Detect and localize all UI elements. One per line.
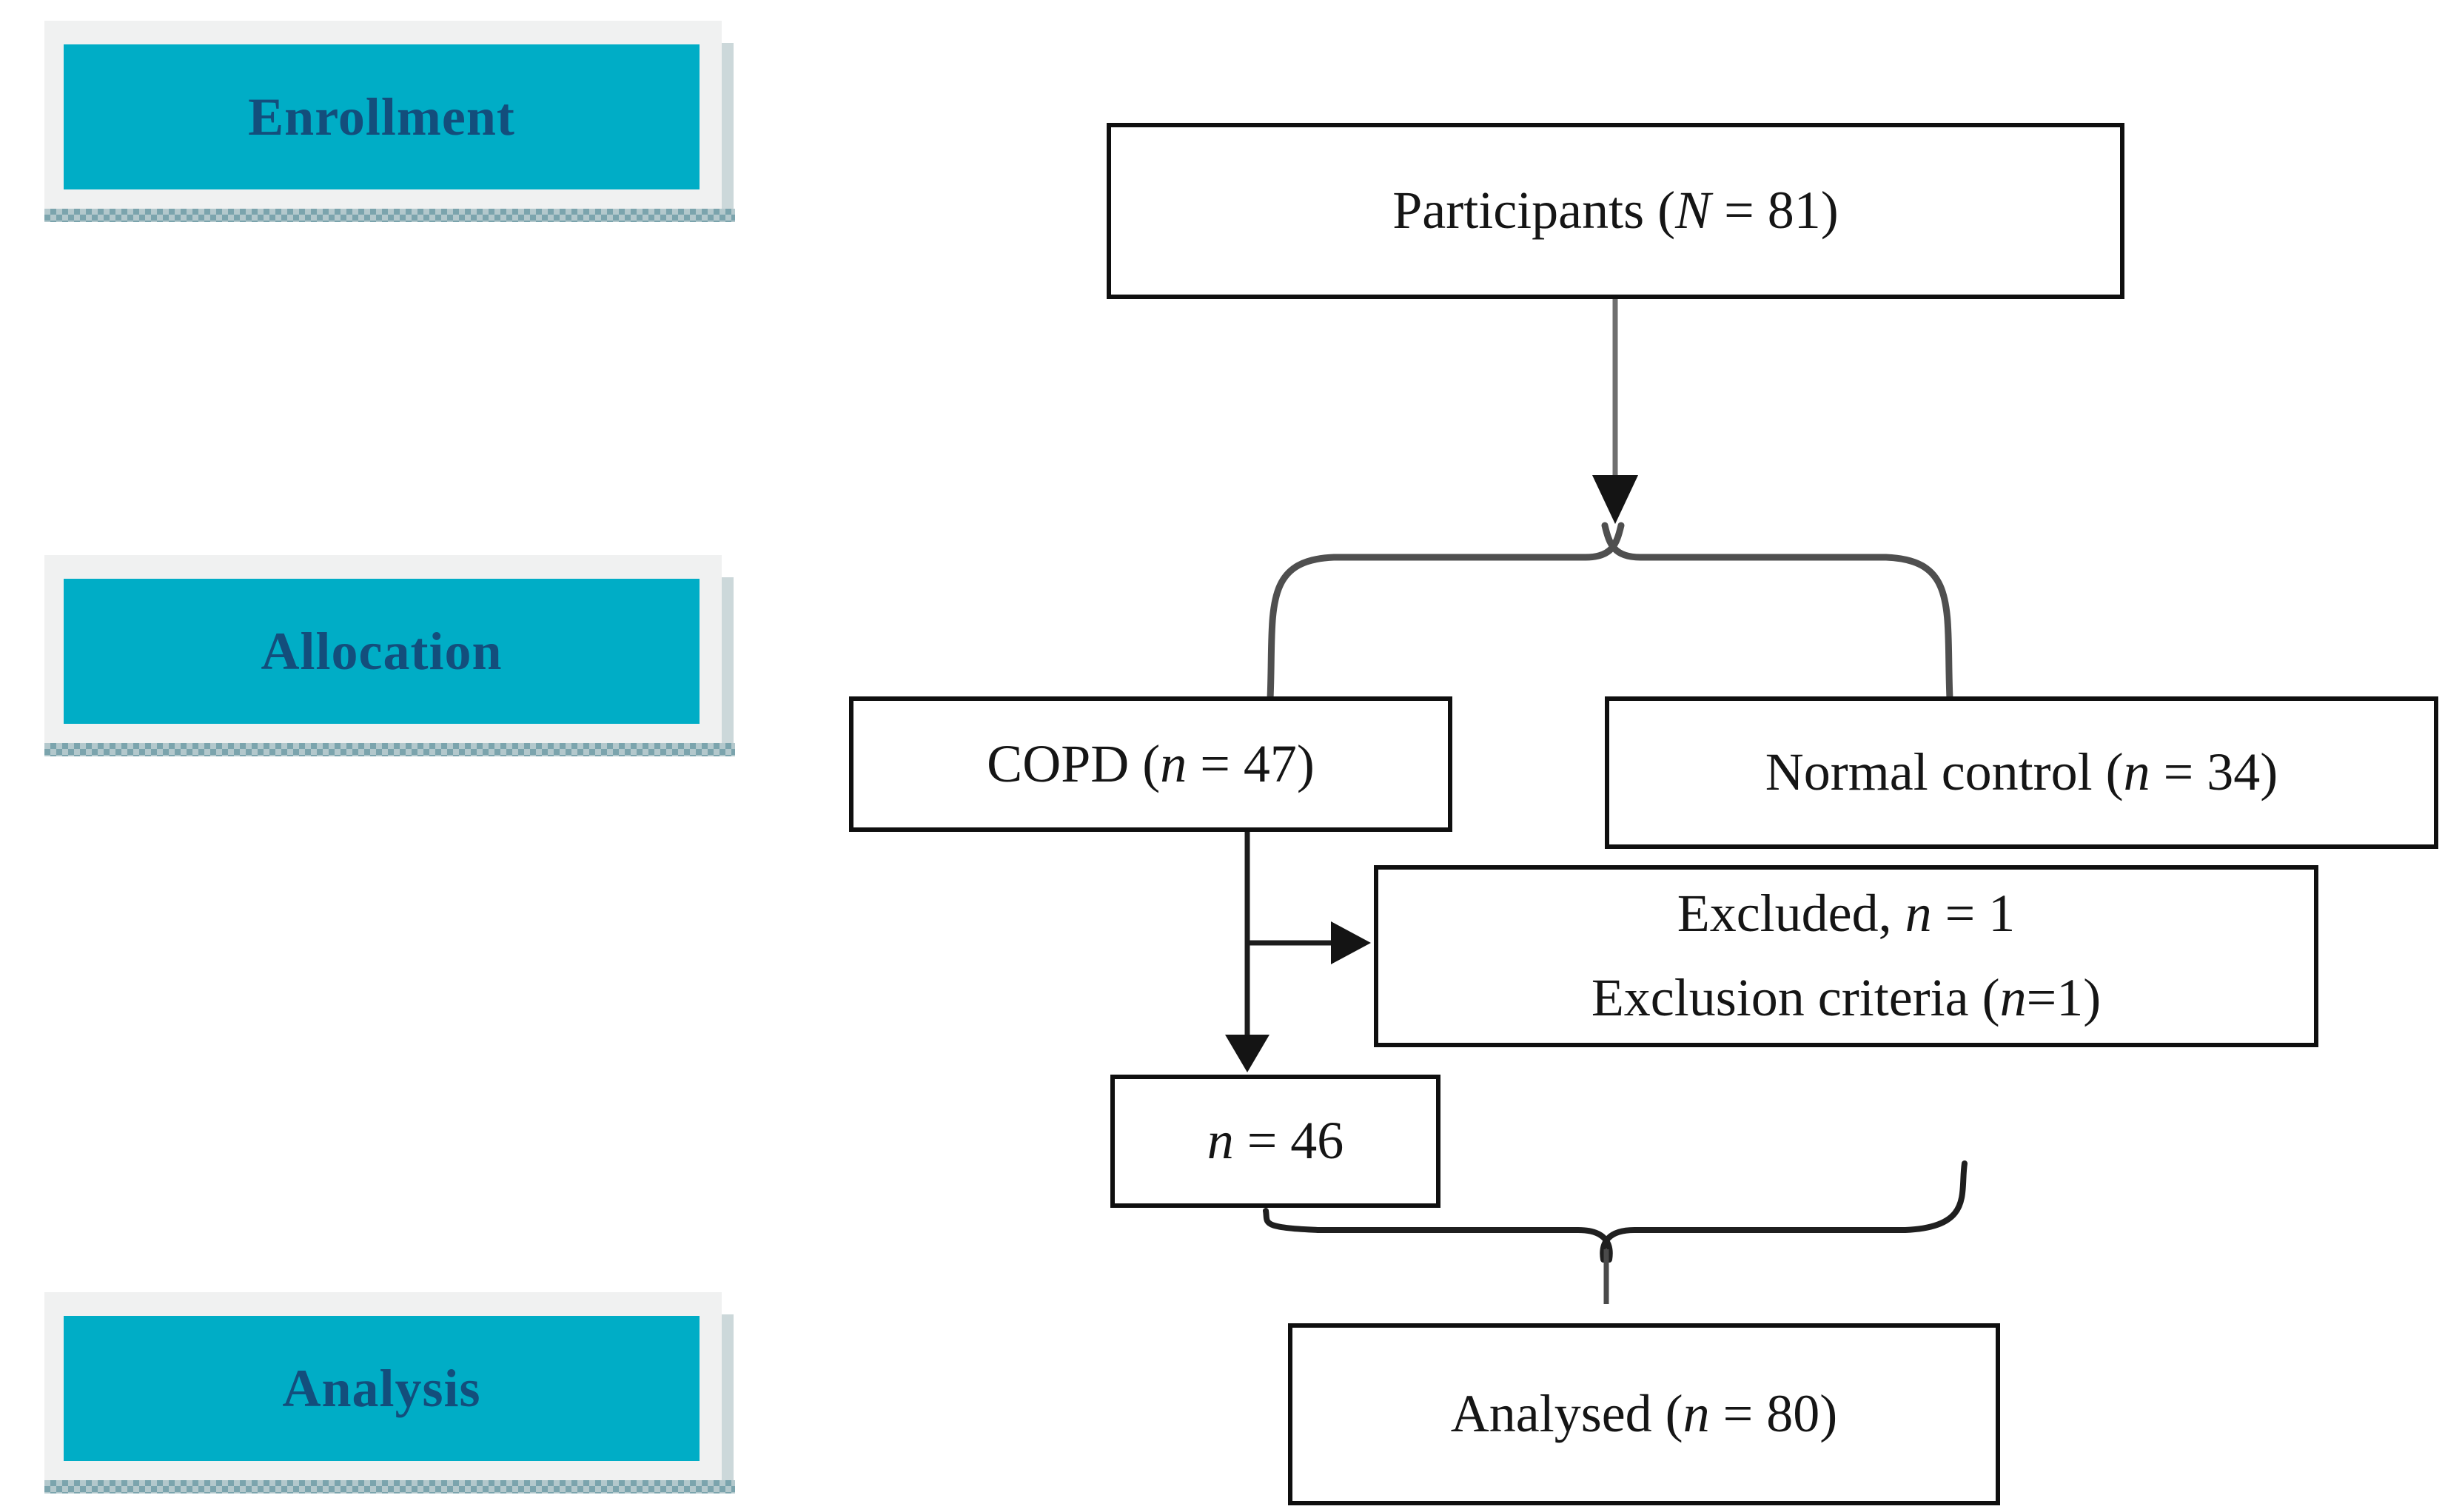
stage-label-enrollment: Enrollment	[248, 87, 515, 147]
text-pre: Exclusion criteria (	[1591, 968, 2000, 1027]
panel-shadow-bottom	[44, 209, 735, 222]
excluded-line1: Excluded, n = 1	[1677, 886, 2016, 942]
copd-text: COPD (n = 47)	[987, 736, 1315, 793]
panel-shadow-bottom	[44, 743, 735, 756]
stage-label-analysis: Analysis	[282, 1358, 481, 1418]
text-var: n	[1905, 884, 1932, 944]
stage-box-analysis: Analysis	[64, 1316, 700, 1461]
connector-split-right	[1601, 522, 1953, 702]
stage-label-allocation: Allocation	[261, 621, 503, 681]
analysed-text: Analysed (n = 80)	[1450, 1384, 1838, 1444]
stage-box-enrollment: Enrollment	[64, 44, 700, 189]
text-post: = 47)	[1187, 733, 1315, 793]
connector-merge-right	[1600, 1160, 1968, 1263]
text-pre: COPD (	[987, 733, 1161, 793]
text-var: N	[1675, 181, 1711, 241]
text-post: = 81)	[1711, 181, 1839, 241]
text-var: n	[1999, 968, 2027, 1027]
panel-shadow-bottom	[44, 1480, 735, 1493]
panel-shadow-right	[722, 577, 734, 756]
text-var: n	[1207, 1111, 1234, 1171]
text-pre: Excluded,	[1677, 884, 1905, 944]
stage-panel-analysis: Analysis	[44, 1292, 735, 1493]
n46-text: n = 46	[1207, 1111, 1344, 1171]
flow-node-copd: COPD (n = 47)	[849, 696, 1452, 832]
flow-node-participants: Participants (N = 81)	[1107, 123, 2124, 299]
arrowhead-participants-down	[1592, 475, 1638, 524]
panel-shadow-right	[722, 43, 734, 222]
connector-split-left	[1267, 522, 1625, 702]
excluded-line2: Exclusion criteria (n=1)	[1591, 970, 2101, 1027]
text-pre: Analysed (	[1450, 1384, 1683, 1444]
text-post: = 80)	[1709, 1384, 1838, 1444]
flow-node-n46: n = 46	[1110, 1075, 1440, 1208]
stage-panel-enrollment: Enrollment	[44, 21, 735, 222]
text-post: = 46	[1233, 1111, 1344, 1171]
flow-node-excluded: Excluded, n = 1 Exclusion criteria (n=1)	[1374, 865, 2318, 1047]
text-post: = 34)	[2150, 742, 2278, 802]
arrowhead-copd-down	[1225, 1035, 1269, 1072]
normal-control-text: Normal control (n = 34)	[1765, 742, 2278, 802]
text-post: = 1	[1931, 884, 2016, 944]
text-var: n	[2123, 742, 2150, 802]
arrowhead-excluded-branch	[1331, 921, 1371, 964]
stage-panel-allocation: Allocation	[44, 555, 735, 756]
text-pre: Normal control (	[1765, 742, 2124, 802]
text-var: n	[1683, 1384, 1710, 1444]
flow-node-normal-control: Normal control (n = 34)	[1605, 696, 2438, 849]
panel-shadow-right	[722, 1314, 734, 1493]
text-post: =1)	[2026, 968, 2102, 1027]
text-var: n	[1160, 733, 1187, 793]
text-pre: Participants (	[1392, 181, 1676, 241]
connector-merge-left	[1263, 1208, 1613, 1263]
flow-node-analysed: Analysed (n = 80)	[1288, 1323, 2000, 1505]
participants-text: Participants (N = 81)	[1392, 181, 1839, 241]
stage-box-allocation: Allocation	[64, 579, 700, 724]
